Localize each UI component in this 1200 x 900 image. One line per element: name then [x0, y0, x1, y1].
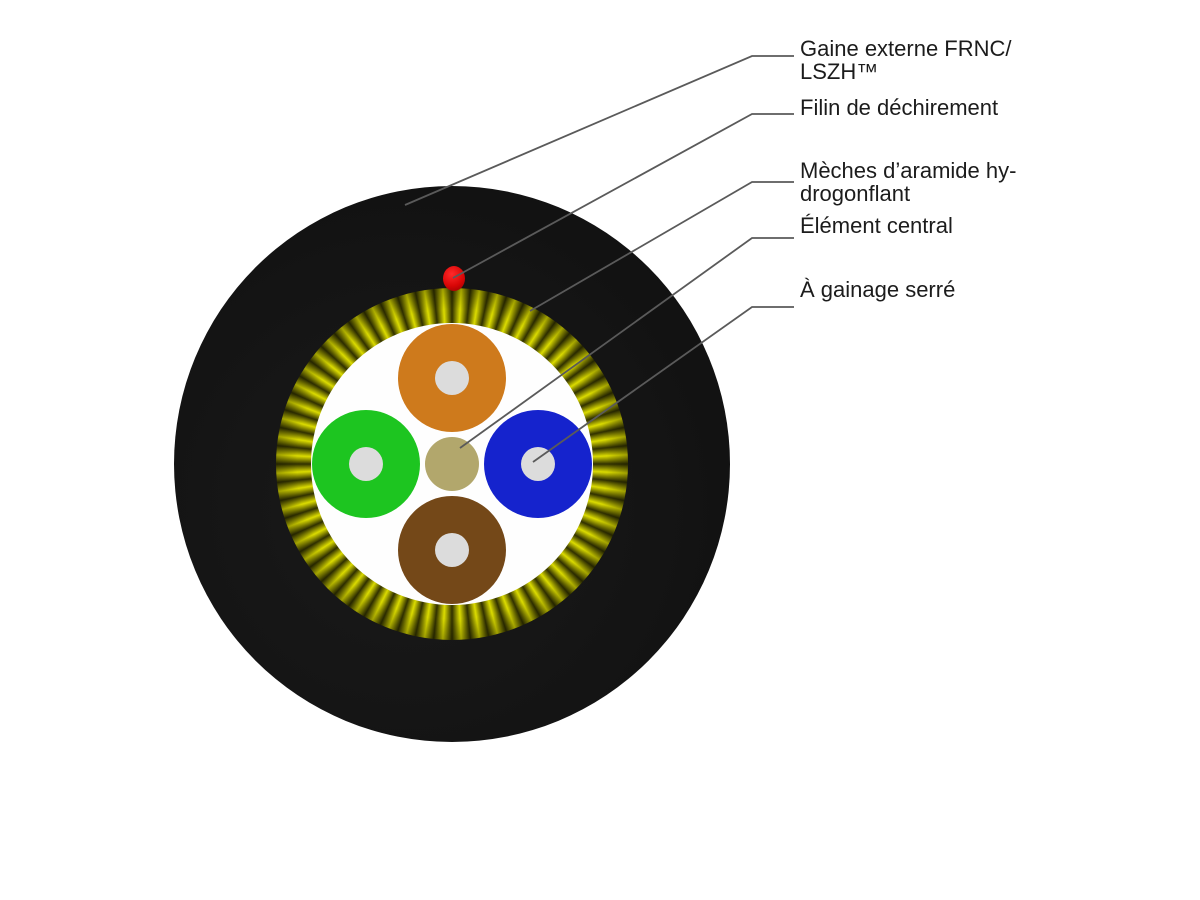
- fiber-core-orange: [435, 361, 469, 395]
- label-meches-aramide-line2: drogonflant: [800, 181, 911, 206]
- label-filin-line1: Filin de déchirement: [800, 95, 999, 120]
- label-gainage-serre-line1: À gainage serré: [800, 277, 956, 302]
- label-gaine-externe: Gaine externe FRNC/ LSZH™: [800, 37, 1012, 83]
- tight-buffered-fiber-blue: [484, 410, 592, 518]
- leader-line-gaine-externe: [404, 55, 794, 206]
- tight-buffered-fiber-brown: [398, 496, 506, 604]
- label-filin: Filin de déchirement: [800, 96, 998, 119]
- label-gaine-externe-line1: Gaine externe FRNC/: [800, 36, 1012, 61]
- label-element-central-line1: Élément central: [800, 213, 953, 238]
- tight-buffered-fiber-orange: [398, 324, 506, 432]
- label-gaine-externe-line2: LSZH™: [800, 59, 879, 84]
- tight-buffered-fiber-green: [312, 410, 420, 518]
- central-strength-element: [425, 437, 479, 491]
- fiber-core-green: [349, 447, 383, 481]
- fiber-core-blue: [521, 447, 555, 481]
- label-gainage-serre: À gainage serré: [800, 278, 955, 301]
- label-meches-aramide-line1: Mèches d’aramide hy-: [800, 158, 1017, 183]
- fiber-core-brown: [435, 533, 469, 567]
- label-meches-aramide: Mèches d’aramide hy- drogonflant: [800, 159, 1016, 205]
- ripcord-dot: [443, 266, 465, 291]
- label-element-central: Élément central: [800, 214, 953, 237]
